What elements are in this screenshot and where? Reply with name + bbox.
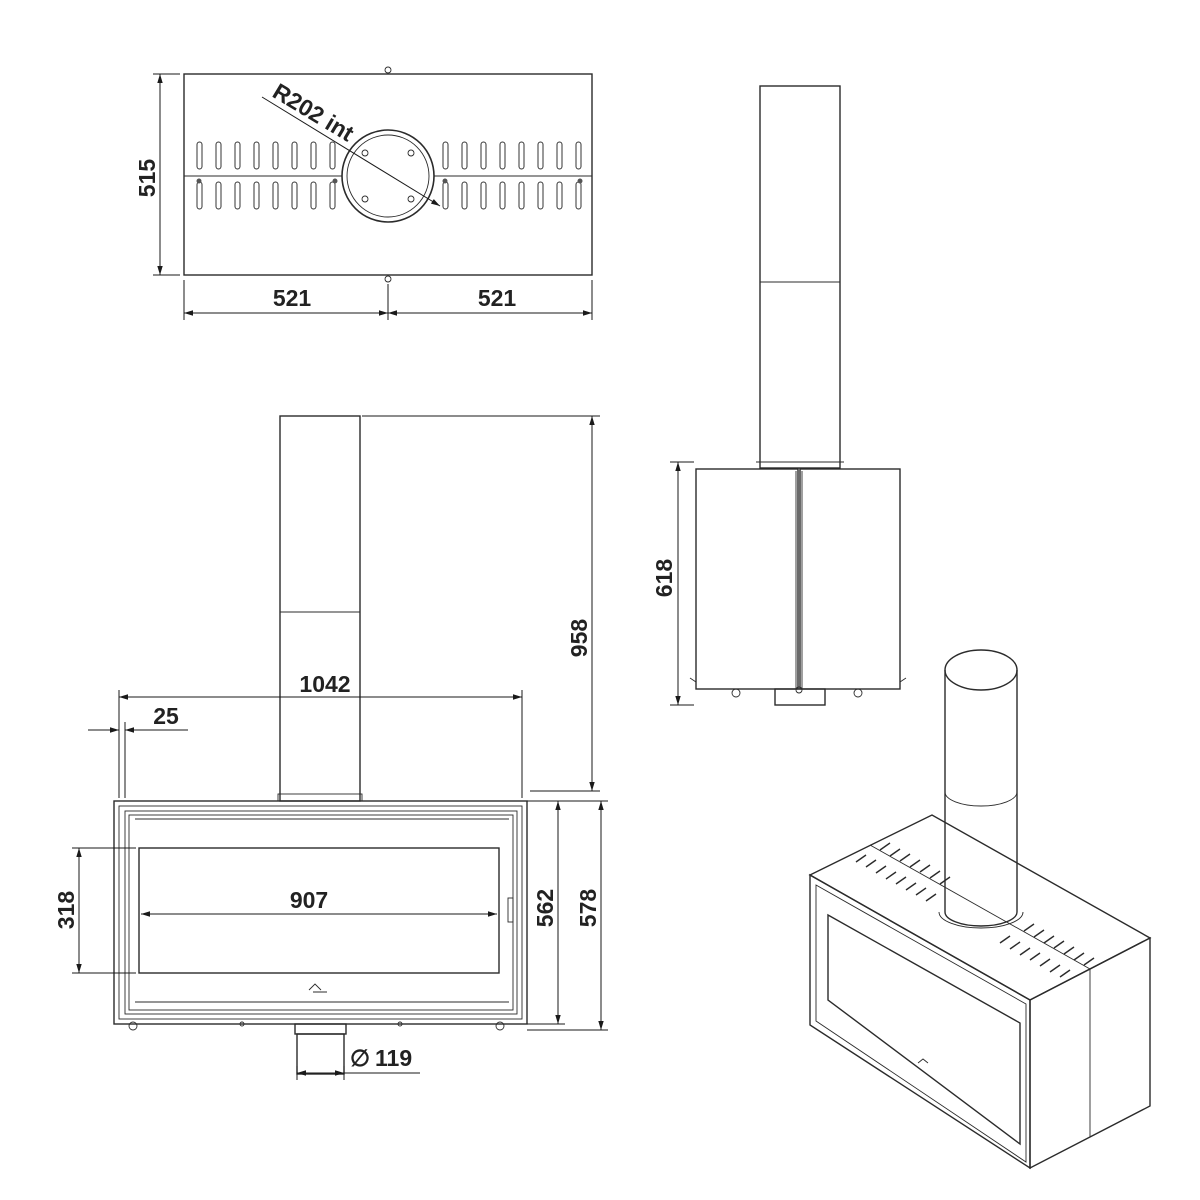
front-body-inner-outline bbox=[118, 805, 523, 1020]
radius-label: R202 int bbox=[268, 78, 358, 147]
front-view: 958 1042 25 318 907 562 578 ∅ 119 bbox=[53, 415, 608, 1080]
side-view: 618 bbox=[651, 85, 907, 706]
right-half-dimension-label: 521 bbox=[478, 285, 517, 311]
iso-glass-panel bbox=[827, 913, 1021, 1146]
isometric-view bbox=[808, 649, 1152, 1170]
bottom-mount-lug bbox=[384, 275, 392, 283]
glass-panel bbox=[138, 847, 500, 974]
width-dimension-label: 1042 bbox=[299, 671, 350, 697]
iso-top-seam bbox=[869, 844, 1091, 970]
body-height-dimension-label: 618 bbox=[651, 559, 677, 598]
brand-logo-icon bbox=[308, 983, 327, 993]
iso-flue-pipe bbox=[938, 649, 1024, 929]
top-slots-left bbox=[196, 141, 336, 210]
depth-dimension-label: 515 bbox=[134, 159, 160, 198]
offset-dimension-label: 25 bbox=[153, 703, 179, 729]
diameter-symbol: ∅ bbox=[350, 1045, 370, 1071]
iso-logo-icon bbox=[917, 1058, 929, 1064]
iso-door-frame bbox=[815, 884, 1027, 1163]
front-fixing-2 bbox=[397, 1021, 403, 1027]
side-bottom-outlet bbox=[774, 688, 826, 706]
front-foot-right bbox=[495, 1021, 505, 1031]
door-frame bbox=[124, 810, 518, 1015]
side-panel-right bbox=[799, 468, 901, 690]
left-half-dimension-label: 521 bbox=[273, 285, 312, 311]
front-fixing-1 bbox=[239, 1021, 245, 1027]
iso-top-slots bbox=[855, 842, 1095, 978]
top-view-outline bbox=[183, 73, 593, 276]
top-view: R202 int 515 521 521 bbox=[134, 66, 593, 320]
door-handle bbox=[507, 897, 514, 923]
iso-front-face bbox=[809, 873, 1031, 1170]
front-flue-collar bbox=[277, 793, 363, 802]
glass-height-dimension-label: 318 bbox=[53, 891, 79, 930]
flue-collar-top bbox=[341, 129, 435, 223]
side-foot-3 bbox=[795, 686, 803, 694]
top-slots-right bbox=[442, 141, 582, 210]
side-flue-pipe bbox=[759, 85, 841, 469]
inner-height-dimension-label: 562 bbox=[532, 889, 558, 927]
side-bracket-marks bbox=[689, 677, 907, 683]
front-flue-pipe bbox=[279, 415, 361, 802]
flue-height-dimension-label: 958 bbox=[566, 619, 592, 658]
side-foot-1 bbox=[731, 688, 741, 698]
total-height-dimension-label: 578 bbox=[575, 889, 601, 928]
front-foot-left bbox=[128, 1021, 138, 1031]
side-foot-2 bbox=[853, 688, 863, 698]
outlet-diameter-dimension-label: 119 bbox=[375, 1045, 412, 1071]
bottom-outlet-pipe bbox=[296, 1033, 345, 1075]
side-panel-left bbox=[695, 468, 799, 690]
radius-leader-line bbox=[261, 96, 441, 207]
top-mount-lug bbox=[384, 66, 392, 74]
bottom-outlet-collar bbox=[294, 1023, 347, 1035]
glass-width-dimension-label: 907 bbox=[290, 887, 328, 913]
